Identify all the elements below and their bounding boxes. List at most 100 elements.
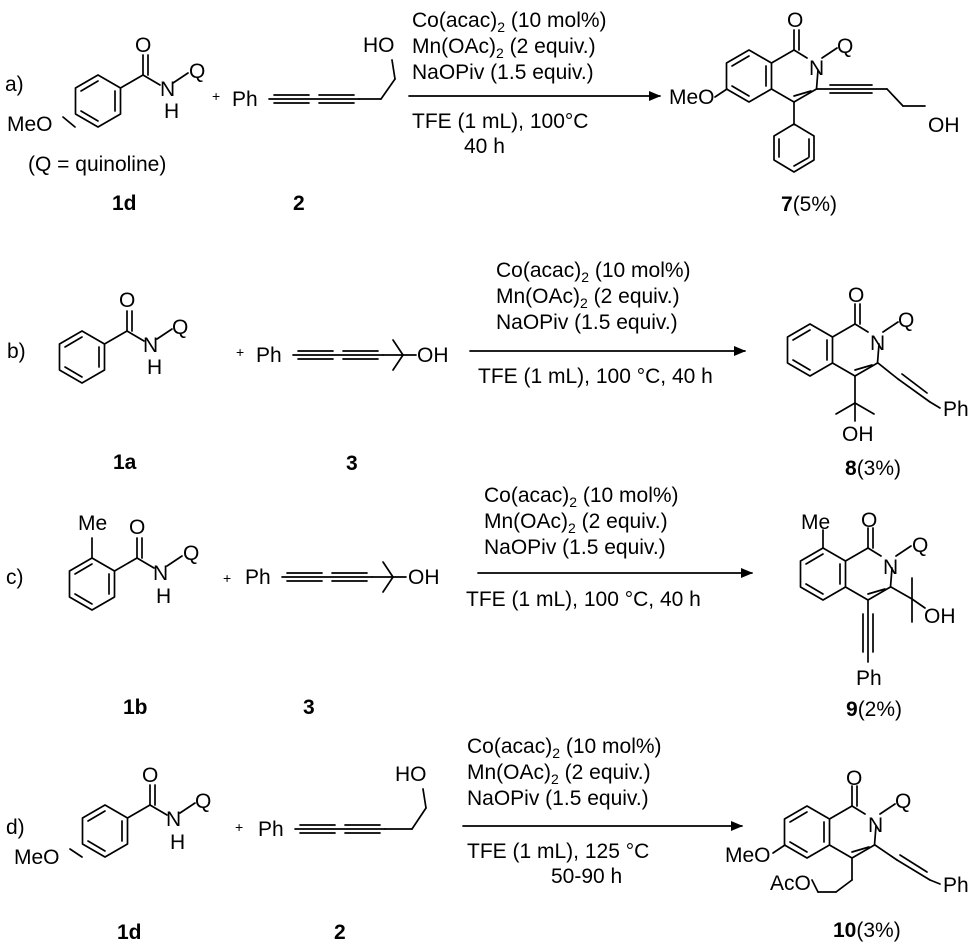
plus-sign: + bbox=[223, 570, 231, 586]
amide-n: N bbox=[166, 808, 181, 831]
amide-n: N bbox=[143, 334, 158, 357]
time-line: 50-90 h bbox=[551, 865, 622, 888]
carbonyl-o: O bbox=[846, 767, 862, 790]
carbonyl-o: O bbox=[861, 509, 877, 532]
phenyl-label: Ph bbox=[256, 344, 282, 367]
conditions: Co(acac)2 (10 mol%) Mn(OAc)2 (2 equiv.) … bbox=[462, 735, 743, 888]
oxidant-line: Mn(OAc)2 (2 equiv.) bbox=[496, 285, 680, 311]
time-line: 40 h bbox=[464, 135, 505, 158]
amide-n: N bbox=[153, 562, 168, 585]
methoxy-label: MeO bbox=[14, 846, 60, 869]
product-8: O N Q Ph OH bbox=[786, 284, 969, 446]
product-label: 8(3%) bbox=[845, 457, 901, 480]
carbonyl-o: O bbox=[135, 34, 151, 57]
carbonyl-o: O bbox=[129, 516, 145, 539]
product-9: Me O N Q OH Ph bbox=[799, 509, 956, 690]
hydroxyl-label: OH bbox=[417, 344, 449, 367]
hydroxyl-label: OH bbox=[408, 566, 440, 589]
amide-n: N bbox=[160, 78, 175, 101]
compound-id: 3 bbox=[346, 452, 358, 475]
compound-id: 2 bbox=[334, 921, 346, 944]
ring-n: N bbox=[868, 814, 883, 837]
amide-h: H bbox=[164, 100, 179, 123]
additive-line: NaOPiv (1.5 equiv.) bbox=[496, 311, 678, 334]
oxidant-line: Mn(OAc)2 (2 equiv.) bbox=[467, 761, 651, 787]
conditions: Co(acac)2 (10 mol%) Mn(OAc)2 (2 equiv.) … bbox=[408, 9, 661, 158]
product-10: O N Q MeO Ph AcO bbox=[725, 767, 969, 897]
methoxy-label: MeO bbox=[7, 113, 53, 136]
amide-1d: MeO O N H Q bbox=[14, 764, 211, 869]
amide-1d: MeO O N H Q bbox=[7, 34, 205, 136]
additive-line: NaOPiv (1.5 equiv.) bbox=[412, 61, 594, 84]
product-label: 10(3%) bbox=[833, 919, 901, 942]
diyne-3: Ph OH bbox=[256, 339, 449, 371]
phenyl-label: Ph bbox=[856, 667, 882, 690]
diyne-2: Ph HO bbox=[258, 763, 427, 841]
conditions: Co(acac)2 (10 mol%) Mn(OAc)2 (2 equiv.) … bbox=[469, 259, 746, 388]
quinoline-note: (Q = quinoline) bbox=[28, 153, 166, 176]
solvent-line: TFE (1 mL), 100 °C, 40 h bbox=[478, 365, 713, 388]
reaction-b: b) O N H Q 1a + Ph OH 3 Co(acac)2 (10 mo… bbox=[7, 259, 969, 480]
q-label: Q bbox=[912, 534, 928, 557]
carbonyl-o: O bbox=[787, 9, 803, 32]
phenyl-label: Ph bbox=[232, 88, 258, 111]
methyl-label: Me bbox=[801, 511, 830, 534]
phenyl-label: Ph bbox=[943, 398, 969, 421]
q-label: Q bbox=[898, 309, 914, 332]
methyl-label: Me bbox=[78, 512, 107, 535]
plus-sign: + bbox=[235, 819, 243, 835]
additive-line: NaOPiv (1.5 equiv.) bbox=[484, 536, 666, 559]
reaction-label: b) bbox=[7, 340, 26, 363]
amide-h: H bbox=[147, 356, 162, 379]
amide-h: H bbox=[156, 585, 171, 608]
catalyst-line: Co(acac)2 (10 mol%) bbox=[467, 735, 662, 761]
carbonyl-o: O bbox=[848, 284, 864, 307]
hydroxyl-label: HO bbox=[395, 763, 427, 786]
product-7: O N Q MeO OH bbox=[669, 9, 960, 173]
q-label: Q bbox=[195, 790, 211, 813]
hydroxyl-label: OH bbox=[924, 605, 956, 628]
catalyst-line: Co(acac)2 (10 mol%) bbox=[484, 484, 679, 510]
reaction-a: a) MeO O N H Q (Q = quinoline) 1d + Ph H… bbox=[5, 9, 960, 216]
q-label: Q bbox=[189, 60, 205, 83]
methoxy-label: MeO bbox=[725, 844, 771, 867]
compound-id: 1d bbox=[117, 921, 142, 944]
oxidant-line: Mn(OAc)2 (2 equiv.) bbox=[484, 510, 668, 536]
q-label: Q bbox=[172, 316, 188, 339]
acetoxy-label: AcO bbox=[770, 872, 811, 895]
plus-sign: + bbox=[236, 344, 244, 360]
carbonyl-o: O bbox=[142, 764, 158, 787]
phenyl-label: Ph bbox=[258, 818, 284, 841]
reaction-c: c) Me O N H Q 1b + Ph OH 3 Co(acac)2 (10… bbox=[6, 484, 956, 721]
product-label: 7(5%) bbox=[781, 193, 837, 216]
hydroxyl-label: HO bbox=[363, 34, 395, 57]
oxidant-line: Mn(OAc)2 (2 equiv.) bbox=[412, 35, 596, 61]
additive-line: NaOPiv (1.5 equiv.) bbox=[467, 787, 649, 810]
amide-1b: Me O N H Q bbox=[68, 512, 199, 611]
reaction-label: c) bbox=[6, 566, 24, 589]
reaction-label: a) bbox=[5, 73, 24, 96]
hydroxyl-label: OH bbox=[928, 114, 960, 137]
product-label: 9(2%) bbox=[846, 698, 902, 721]
reaction-label: d) bbox=[6, 816, 25, 839]
solvent-line: TFE (1 mL), 100°C bbox=[412, 110, 588, 133]
methoxy-label: MeO bbox=[669, 86, 715, 109]
ring-n: N bbox=[883, 556, 898, 579]
catalyst-line: Co(acac)2 (10 mol%) bbox=[412, 9, 607, 35]
q-label: Q bbox=[837, 35, 853, 58]
q-label: Q bbox=[895, 790, 911, 813]
q-label: Q bbox=[183, 542, 199, 565]
ring-n: N bbox=[809, 57, 824, 80]
compound-id: 1d bbox=[112, 192, 137, 215]
phenyl-label: Ph bbox=[943, 874, 969, 897]
hydroxyl-label: OH bbox=[842, 423, 874, 446]
solvent-line: TFE (1 mL), 125 °C bbox=[467, 840, 649, 863]
compound-id: 1a bbox=[113, 451, 137, 474]
compound-id: 1b bbox=[123, 696, 148, 719]
phenyl-label: Ph bbox=[245, 566, 271, 589]
amide-h: H bbox=[170, 831, 185, 854]
catalyst-line: Co(acac)2 (10 mol%) bbox=[496, 259, 691, 285]
compound-id: 2 bbox=[293, 192, 305, 215]
plus-sign: + bbox=[212, 88, 220, 104]
